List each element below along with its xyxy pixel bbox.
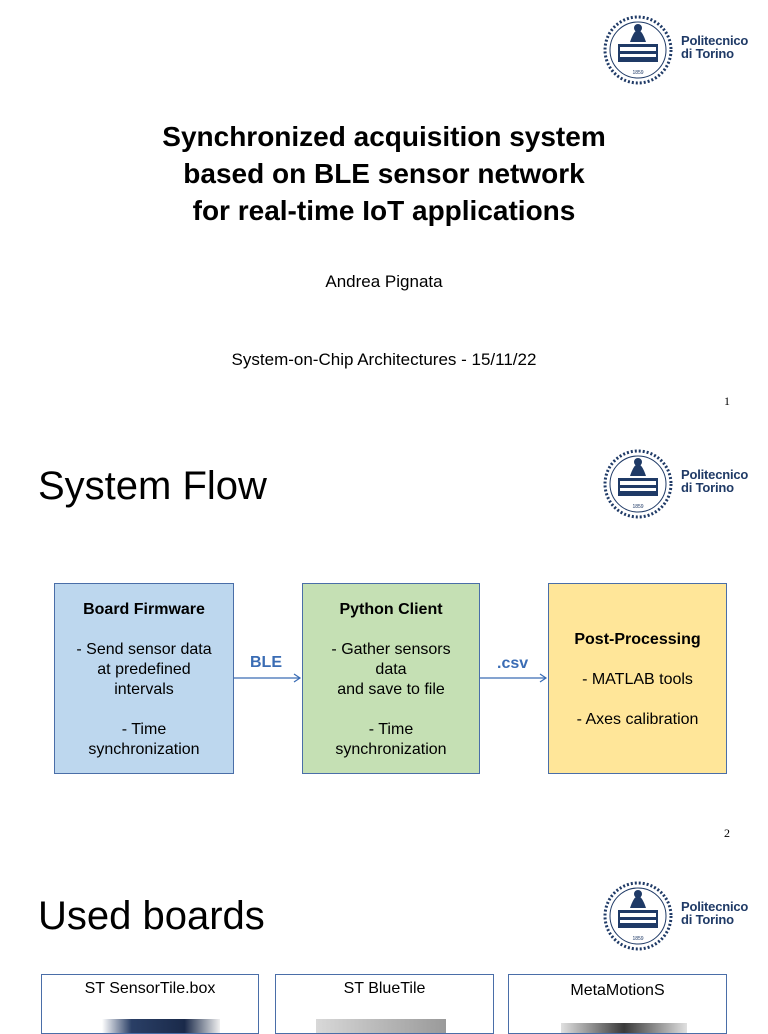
course-date: System-on-Chip Architectures - 15/11/22 xyxy=(231,350,537,369)
board-card-metamotions: MetaMotionS xyxy=(508,974,727,1034)
logo-text: Politecnico di Torino xyxy=(681,899,749,927)
seal-icon: 1859 xyxy=(603,15,673,85)
logo-year: 1859 xyxy=(632,504,643,510)
arrow-label-csv: .csv xyxy=(497,655,529,672)
box-heading: Post-Processing xyxy=(574,631,701,648)
presentation-title: Synchronized acquisition system based on… xyxy=(162,121,606,226)
seal-icon: 1859 xyxy=(603,881,673,951)
board-photo xyxy=(561,1023,687,1033)
board-name: ST SensorTile.box xyxy=(84,980,216,997)
board-name: MetaMotionS xyxy=(570,982,665,999)
board-card-bluetile: ST BlueTile xyxy=(275,974,494,1034)
slide-2: 1859 Politecnico di Torino System Flow 2 xyxy=(0,420,768,850)
page-number: 1 xyxy=(724,394,730,408)
seal-icon: 1859 xyxy=(603,449,673,519)
logo-text: Politecnico di Torino xyxy=(681,33,749,61)
logo-year: 1859 xyxy=(632,936,643,942)
author-name: Andrea Pignata xyxy=(325,272,443,291)
politecnico-logo: 1859 Politecnico di Torino xyxy=(600,880,760,952)
board-card-sensortile: ST SensorTile.box xyxy=(41,974,259,1034)
box-body: - MATLAB tools - Axes calibration xyxy=(576,671,699,728)
board-name: ST BlueTile xyxy=(343,980,426,997)
box-body: - Gather sensors data and save to file -… xyxy=(331,641,451,758)
board-photo xyxy=(102,1019,220,1033)
box-heading: Python Client xyxy=(339,601,443,618)
politecnico-logo: 1859 Politecnico di Torino xyxy=(600,448,760,520)
flow-box-python-client: Python Client - Gather sensors data and … xyxy=(302,583,480,774)
flow-box-board-firmware: Board Firmware - Send sensor data at pre… xyxy=(54,583,234,774)
box-heading: Board Firmware xyxy=(83,601,205,618)
politecnico-logo: 1859 Politecnico di Torino xyxy=(600,14,760,86)
slide-1: 1859 Politecnico di Torino Synchronized … xyxy=(0,0,768,420)
page-number: 2 xyxy=(724,826,730,840)
flow-box-post-processing: Post-Processing - MATLAB tools - Axes ca… xyxy=(548,583,727,774)
logo-year: 1859 xyxy=(632,70,643,76)
slide-title: Used boards xyxy=(38,894,265,938)
slide-3: 1859 Politecnico di Torino Used boards xyxy=(0,850,768,1024)
box-body: - Send sensor data at predefined interva… xyxy=(76,641,212,758)
arrow-label-ble: BLE xyxy=(250,654,282,671)
board-photo xyxy=(316,1019,446,1033)
slide-title: System Flow xyxy=(38,464,267,508)
logo-text: Politecnico di Torino xyxy=(681,467,749,495)
